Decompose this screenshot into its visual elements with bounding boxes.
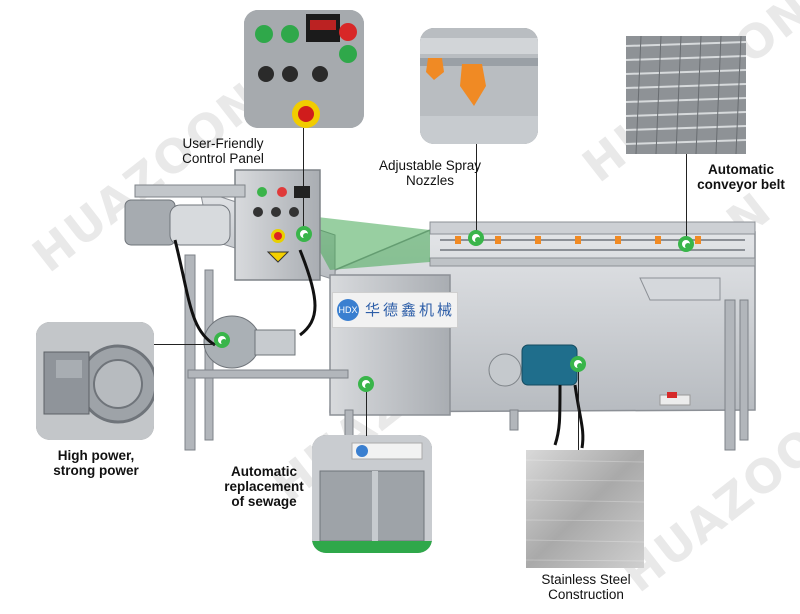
label-stainless-steel: Stainless Steel Construction [541,572,631,602]
label-sewage: Automatic replacement of sewage [224,464,304,509]
callout-marker-control-panel [296,226,312,242]
leader-line [686,154,687,244]
label-high-power: High power, strong power [53,448,139,478]
callout-marker-sewage [358,376,374,392]
conveyor-belt-photo [626,36,746,154]
leader-line [303,128,304,234]
brand-plate: HDX 华德鑫机械 [332,292,458,328]
stainless-steel-sample [526,450,644,568]
callout-marker-spray-nozzles [468,230,484,246]
leader-line [366,384,367,436]
brand-logo: HDX [337,299,359,321]
label-control-panel: User-Friendly Control Panel [182,136,264,166]
label-conveyor-belt: Automatic conveyor belt [697,162,785,192]
leader-line [476,144,477,236]
sewage-tank-photo [312,435,432,553]
callout-marker-stainless [570,356,586,372]
callout-marker-blower [214,332,230,348]
leader-line [154,344,222,345]
spray-nozzles-photo [420,28,538,144]
callout-marker-conveyor-belt [678,236,694,252]
control-panel-photo [244,10,364,128]
leader-line [578,364,579,450]
brand-plate-text: 华德鑫机械 [365,301,456,319]
label-spray-nozzles: Adjustable Spray Nozzles [378,158,482,188]
high-power-blower-photo [36,322,154,440]
